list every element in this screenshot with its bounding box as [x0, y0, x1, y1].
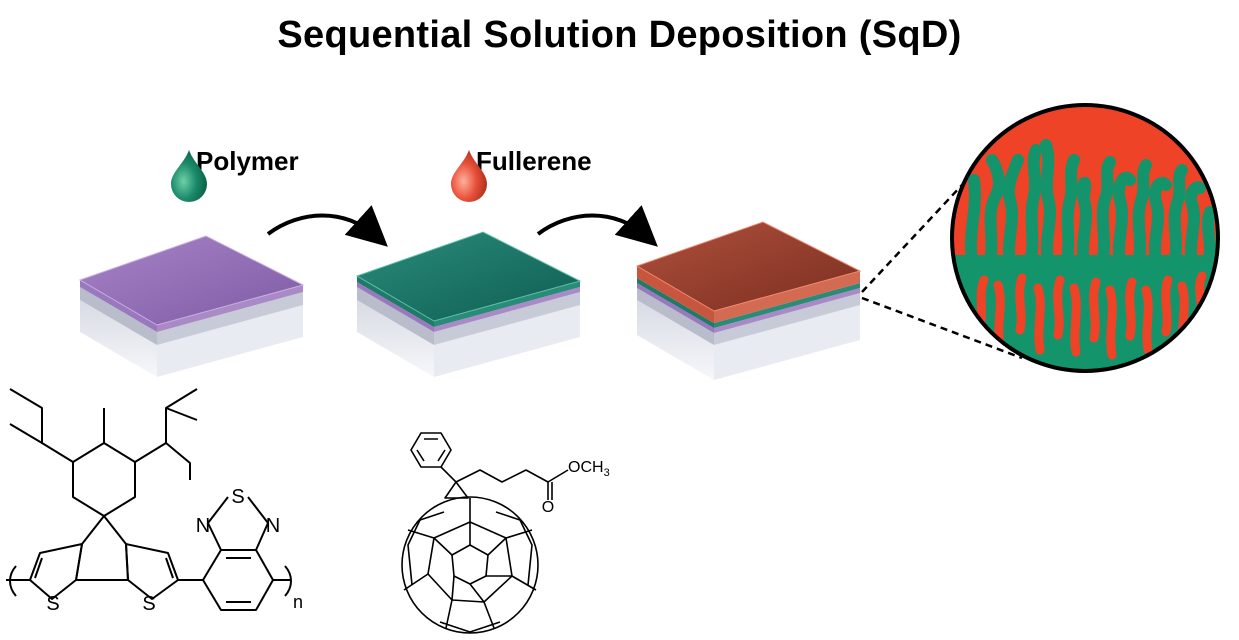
fullerene-droplet-icon: [451, 150, 487, 202]
substrate-bilayer-film: [635, 221, 862, 380]
step-arrow-2: [536, 205, 658, 247]
fullerene-structure: [401, 432, 569, 634]
thiadiazole-n-left: N: [196, 515, 210, 537]
polymer-atom-labels: S S S N N n: [46, 486, 303, 615]
fullerene-label: Fullerene: [476, 146, 592, 176]
zoom-line-bottom: [861, 296, 1023, 360]
zoom-circle-border: [950, 103, 1220, 373]
carbonyl-o: O: [542, 499, 554, 516]
fullerene-atom-labels: O OCH3: [542, 459, 610, 516]
polymer-structure: [6, 388, 292, 611]
step-arrow-1: [266, 205, 388, 247]
ester-ocH: OCH3: [568, 459, 610, 479]
repeat-subscript-n: n: [293, 592, 303, 612]
polymer-droplet-icon: [171, 150, 207, 202]
polymer-label: Polymer: [196, 146, 299, 176]
substrate-polymer-film: [78, 235, 305, 377]
thiadiazole-n-right: N: [266, 515, 280, 537]
thiophene-s-left: S: [46, 593, 59, 615]
zoom-line-top: [861, 169, 977, 293]
substrate-teal-film: [355, 231, 582, 377]
diagram-title: Sequential Solution Deposition (SqD): [277, 14, 962, 56]
thiadiazole-s: S: [231, 486, 244, 508]
thiophene-s-right: S: [142, 593, 155, 615]
